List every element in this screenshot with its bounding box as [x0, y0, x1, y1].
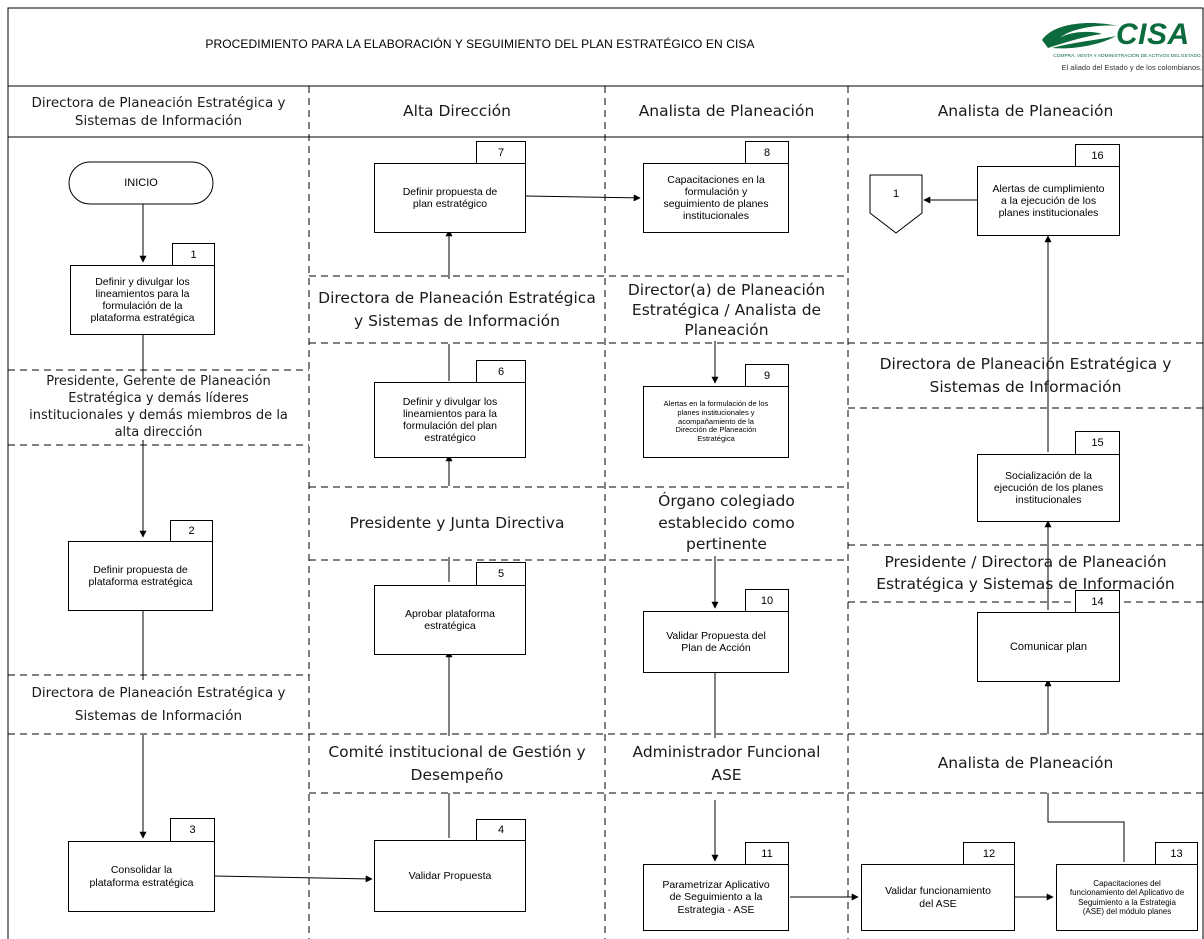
- step-13-box: Capacitaciones del funcionamiento del Ap…: [1056, 864, 1198, 931]
- step-10-box: Validar Propuesta del Plan de Acción: [643, 611, 789, 673]
- cisa-logo-swoosh: [1042, 22, 1118, 49]
- step-10-number: 10: [745, 589, 789, 612]
- step-6-box: Definir y divulgar los lineamientos para…: [374, 382, 526, 458]
- logo-tagline-1: COMPRA, VENTA Y ADMINISTRACIÓN DE ACTIVO…: [1053, 54, 1202, 59]
- lane-label-c1-top: Directora de Planeación Estratégica y Si…: [31, 94, 286, 129]
- lane-label-c1-3: Directora de Planeación Estratégica y Si…: [31, 685, 286, 724]
- step-6-number: 6: [476, 360, 526, 383]
- step-7-box: Definir propuesta de plan estratégico: [374, 163, 526, 233]
- step-8-box: Capacitaciones en la formulación y segui…: [643, 163, 789, 233]
- lane-label-c2-top: Alta Dirección: [403, 102, 511, 121]
- arrow-7-to-8: [525, 194, 641, 202]
- arrow-3-to-4: [213, 875, 373, 883]
- step-2-number: 2: [170, 520, 213, 542]
- step-9-box: Alertas en la formulación de los planes …: [643, 386, 789, 458]
- line-13-up: [1047, 793, 1125, 862]
- step-2-box: Definir propuesta de plataforma estratég…: [68, 541, 213, 611]
- step-3-box: Consolidar la plataforma estratégica: [68, 841, 215, 912]
- lane-label-c3-2: Director(a) de Planeación Estratégica / …: [627, 280, 826, 340]
- lane-label-c4-2: Directora de Planeación Estratégica y Si…: [879, 354, 1172, 396]
- step-1-number: 1: [172, 243, 215, 266]
- step-11-number: 11: [745, 842, 789, 865]
- step-16-box: Alertas de cumplimiento a la ejecución d…: [977, 166, 1120, 236]
- step-12-number: 12: [963, 842, 1015, 865]
- outer-frame: [7, 7, 1204, 939]
- lane-label-c4-3: Presidente / Directora de Planeación Est…: [876, 553, 1175, 593]
- step-15-number: 15: [1075, 431, 1120, 455]
- step-12-box: Validar funcionamiento del ASE: [861, 864, 1015, 931]
- step-13-number: 13: [1155, 842, 1198, 865]
- step-8-number: 8: [745, 141, 789, 164]
- connector-label: 1: [892, 188, 900, 200]
- lane-label-c3-3: Órgano colegiado establecido como pertin…: [658, 491, 795, 554]
- step-4-box: Validar Propuesta: [374, 840, 526, 912]
- step-11-box: Parametrizar Aplicativo de Seguimiento a…: [643, 864, 789, 931]
- page-title: PROCEDIMIENTO PARA LA ELABORACIÓN Y SEGU…: [205, 37, 755, 51]
- cisa-logo-text: CISA: [1116, 18, 1190, 51]
- start-terminator-shape: [68, 161, 214, 205]
- start-label: INICIO: [124, 177, 158, 189]
- lane-label-c2-4: Comité institucional de Gestión y Desemp…: [328, 742, 586, 784]
- lane-label-c1-2: Presidente, Gerente de Planeación Estrat…: [29, 374, 288, 440]
- step-14-box: Comunicar plan: [977, 612, 1120, 682]
- lane-label-c2-3: Presidente y Junta Directiva: [349, 514, 565, 533]
- step-14-number: 14: [1075, 590, 1120, 613]
- step-9-number: 9: [745, 364, 789, 387]
- lane-label-c2-2: Directora de Planeación Estratégica y Si…: [318, 288, 596, 330]
- step-5-number: 5: [476, 562, 526, 586]
- step-1-box: Definir y divulgar los lineamientos para…: [70, 265, 215, 335]
- lane-label-c3-top: Analista de Planeación: [638, 102, 815, 121]
- lane-label-c3-4: Administrador Funcional ASE: [632, 742, 821, 784]
- step-4-number: 4: [476, 819, 526, 841]
- step-7-number: 7: [476, 141, 526, 164]
- step-15-box: Socialización de la ejecución de los pla…: [977, 454, 1120, 522]
- step-16-number: 16: [1075, 144, 1120, 167]
- step-5-box: Aprobar plataforma estratégica: [374, 585, 526, 655]
- step-3-number: 3: [170, 818, 215, 842]
- lane-label-c4-4: Analista de Planeación: [937, 754, 1114, 773]
- logo-tagline-2: El aliado del Estado y de los colombiano…: [1061, 63, 1202, 72]
- off-page-connector-shape: [869, 174, 923, 234]
- lane-label-c4-top: Analista de Planeación: [937, 102, 1114, 121]
